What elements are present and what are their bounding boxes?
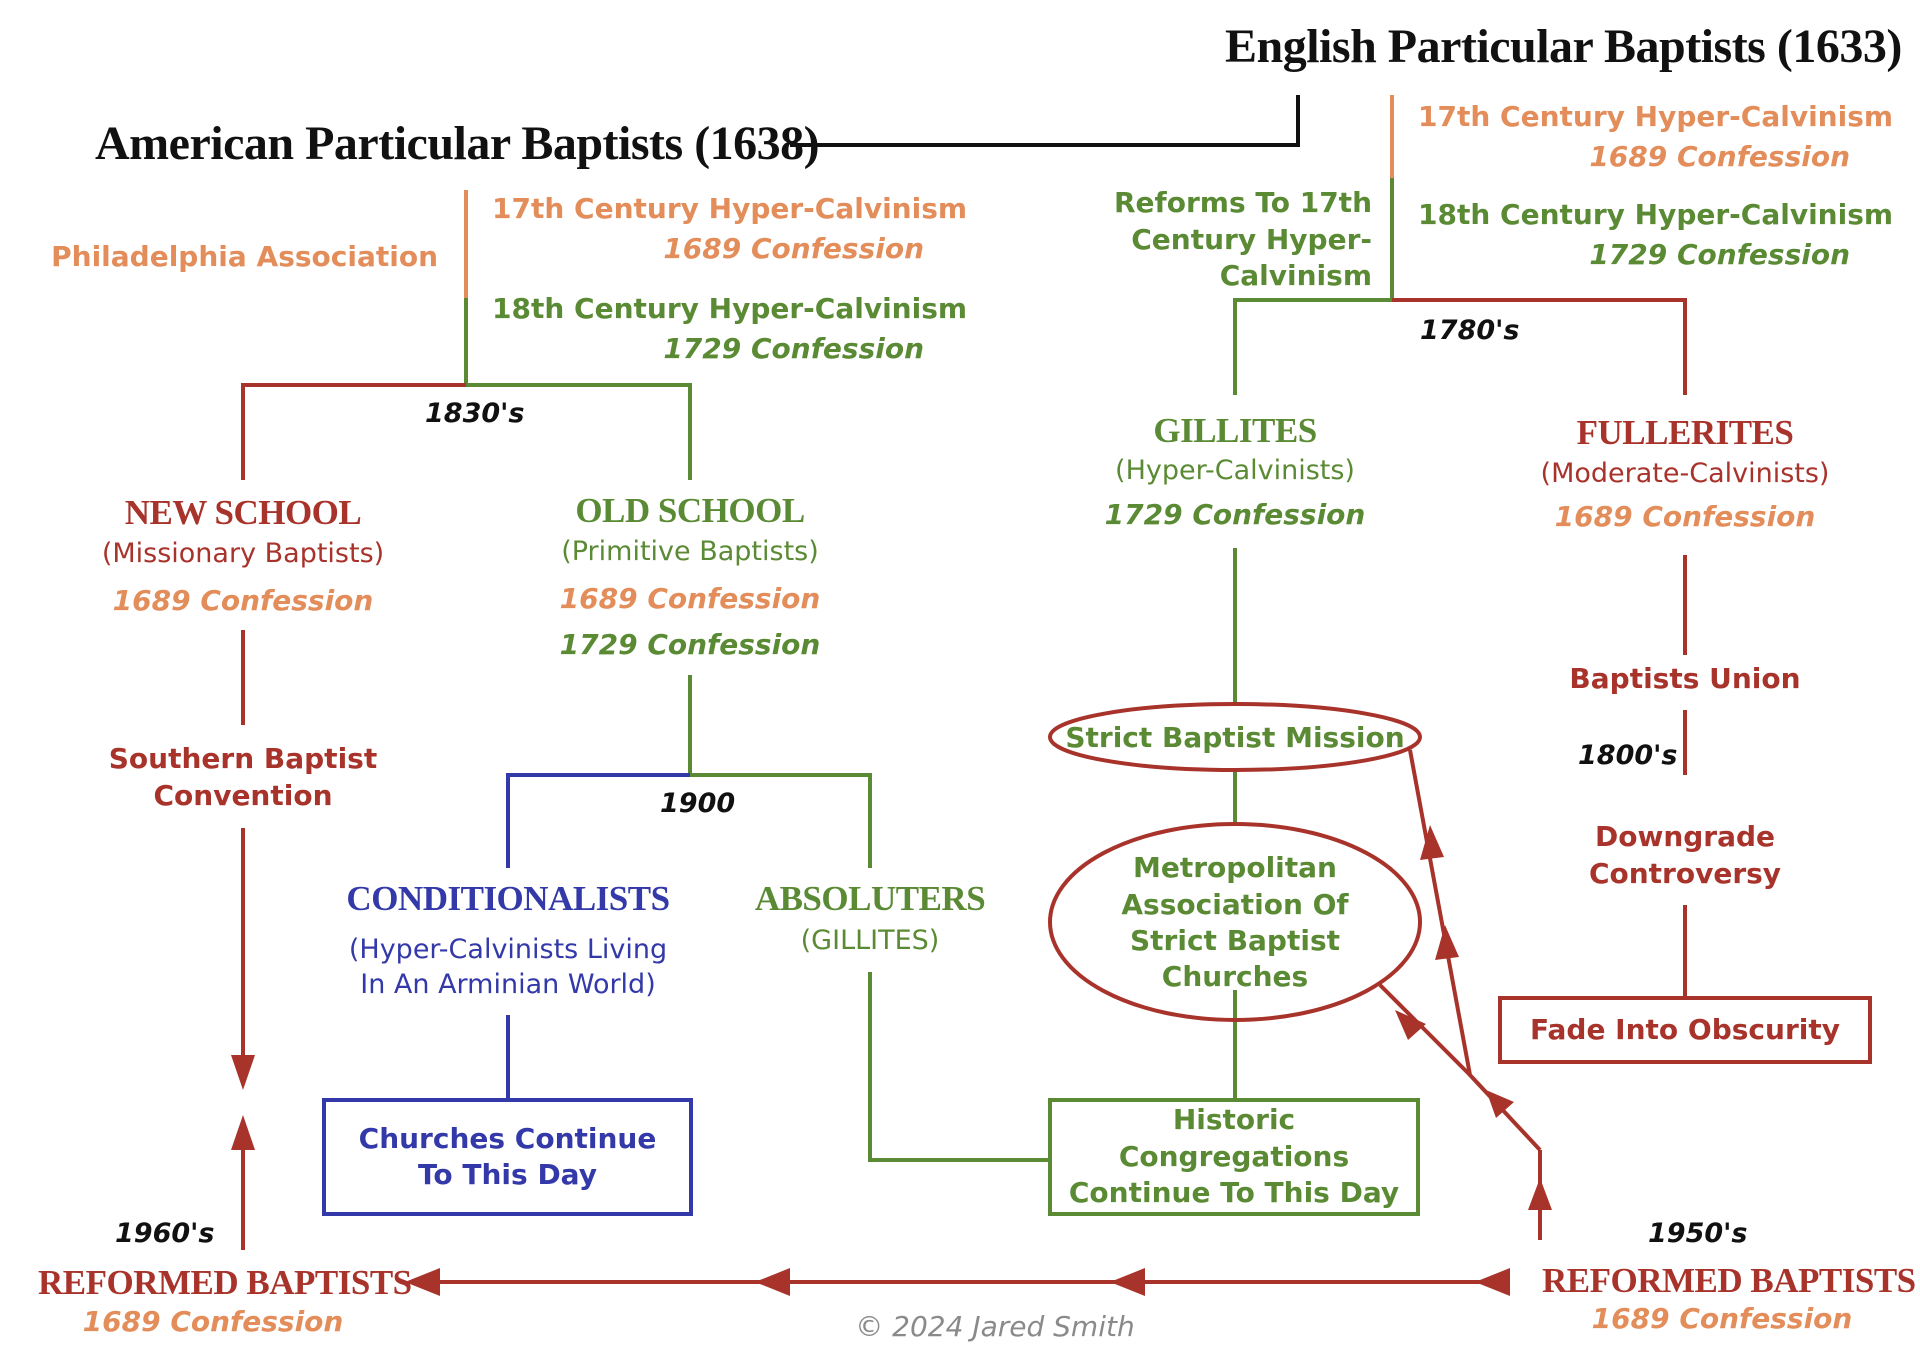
reformed-right-conf: 1689 Confession — [1591, 1302, 1853, 1335]
split-1900-green — [690, 773, 872, 868]
fullerites-sub: (Moderate-Calvinists) — [1540, 458, 1830, 489]
american-title: American Particular Baptists (1638) — [95, 117, 820, 170]
new-school-sub: (Missionary Baptists) — [101, 538, 385, 569]
english-split-green — [1233, 298, 1392, 395]
arrow-down-left — [231, 1055, 255, 1090]
strict-mission-ellipse — [1048, 702, 1422, 772]
arrow-up-stem — [1528, 1178, 1552, 1210]
arrow-mission-1 — [1435, 925, 1459, 960]
date-1960s: 1960's — [115, 1218, 215, 1249]
english-conf1689: 1689 Confession — [1589, 140, 1850, 173]
english-hyper18: 18th Century Hyper-Calvinism — [1418, 198, 1894, 231]
reformed-to-metropolitan — [1378, 983, 1472, 1077]
american-conf1689: 1689 Confession — [663, 232, 924, 265]
american-hyper18: 18th Century Hyper-Calvinism — [492, 292, 968, 325]
english-title: English Particular Baptists (1633) — [1225, 20, 1902, 73]
new-school-name: NEW SCHOOL — [124, 493, 362, 532]
american-conf1729: 1729 Confession — [663, 332, 924, 365]
fade-text: Fade Into Obscurity — [1530, 1012, 1840, 1046]
fullerites-conf: 1689 Confession — [1554, 500, 1816, 533]
reformed-left-conf: 1689 Confession — [82, 1305, 344, 1338]
date-1780s: 1780's — [1420, 315, 1520, 346]
absoluters-name: ABSOLUTERS — [754, 879, 986, 918]
date-1830s: 1830's — [425, 398, 525, 429]
baptists-union: Baptists Union — [1569, 662, 1801, 695]
arrow-mission-2 — [1420, 825, 1444, 860]
conditionalists-sub: (Hyper-Calvinists Living In An Arminian … — [348, 933, 668, 1000]
downgrade-controversy: Downgrade Controversy — [1588, 820, 1782, 890]
english-hyper17: 17th Century Hyper-Calvinism — [1418, 100, 1894, 133]
arrow-metro — [1395, 1010, 1426, 1040]
gillites-conf: 1729 Confession — [1104, 498, 1366, 531]
reforms-text: Reforms To 17th Century Hyper-Calvinism — [1113, 186, 1372, 293]
american-split-green — [466, 383, 692, 480]
gillites-sub: (Hyper-Calvinists) — [1115, 455, 1355, 486]
american-hyper17: 17th Century Hyper-Calvinism — [492, 192, 968, 225]
date-1950s: 1950's — [1648, 1218, 1748, 1249]
reformed-right-name: REFORMED BAPTISTS — [1542, 1261, 1916, 1300]
historic-text: Historic Congregations Continue To This … — [1068, 1103, 1400, 1210]
arrow-left-2 — [755, 1268, 790, 1296]
churches-continue-box — [322, 1098, 693, 1216]
absoluters-sub: (GILLITES) — [800, 925, 940, 956]
philadelphia-association: Philadelphia Association — [51, 240, 438, 273]
old-school-name: OLD SCHOOL — [575, 491, 805, 530]
strict-mission-text: Strict Baptist Mission — [1065, 720, 1405, 754]
date-1800s: 1800's — [1578, 740, 1678, 771]
reformed-left-name: REFORMED BAPTISTS — [38, 1263, 412, 1302]
arrow-left-4 — [1475, 1268, 1510, 1296]
copyright: © 2024 Jared Smith — [855, 1310, 1135, 1343]
split-1900-blue — [506, 773, 690, 868]
churches-continue-text: Churches Continue To This Day — [358, 1121, 657, 1191]
arrow-left-3 — [1110, 1268, 1145, 1296]
new-school-conf: 1689 Confession — [112, 584, 374, 617]
metropolitan-ellipse — [1048, 822, 1422, 1022]
gillites-name: GILLITES — [1153, 411, 1317, 450]
american-split-red — [241, 383, 466, 480]
old-school-conf1689: 1689 Confession — [559, 582, 821, 615]
title-connector — [790, 95, 1300, 147]
arrow-left-1 — [405, 1268, 440, 1296]
reformed-to-mission — [1408, 749, 1542, 1152]
old-school-conf1729: 1729 Confession — [559, 628, 821, 661]
arrow-diag-1 — [1486, 1090, 1514, 1118]
date-1900: 1900 — [660, 788, 736, 819]
conditionalists-name: CONDITIONALISTS — [346, 879, 670, 918]
fullerites-name: FULLERITES — [1576, 413, 1794, 452]
old-school-sub: (Primitive Baptists) — [561, 536, 819, 567]
arrow-up-left — [231, 1115, 255, 1150]
english-split-red — [1392, 298, 1687, 395]
absoluters-line — [868, 972, 1050, 1162]
english-conf1729: 1729 Confession — [1589, 238, 1850, 271]
metropolitan-text: Metropolitan Association Of Strict Bapti… — [1121, 851, 1349, 994]
southern-baptist-convention: Southern Baptist Convention — [108, 742, 378, 812]
